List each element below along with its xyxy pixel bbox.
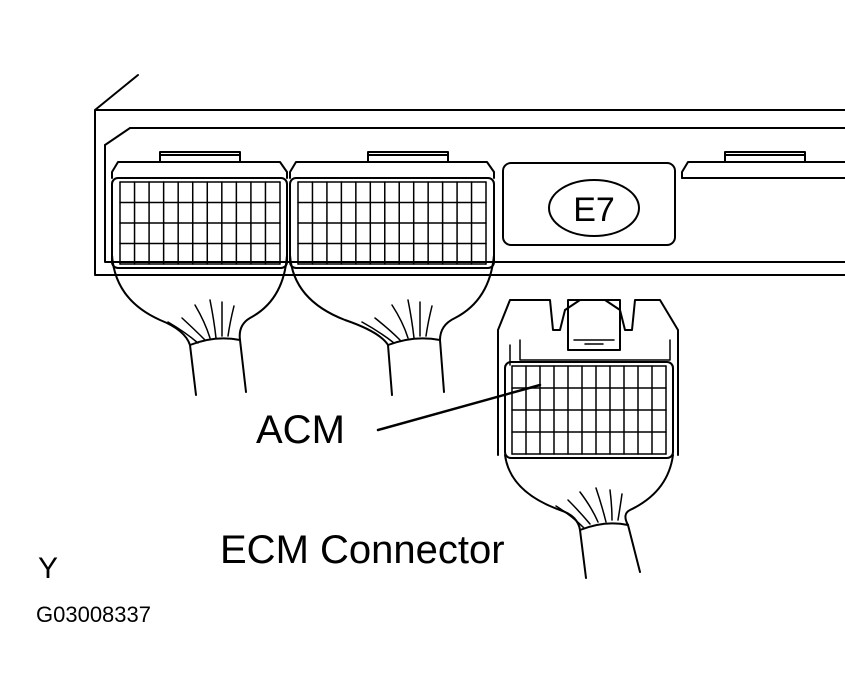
pin-grid-left <box>119 181 281 265</box>
ecm-socket-left <box>111 151 288 396</box>
acm-label: ACM <box>256 408 345 452</box>
ecm-socket-right <box>681 151 845 179</box>
acm-leader-line <box>376 383 542 432</box>
pin-grid-middle <box>297 181 487 265</box>
ecm-housing <box>94 74 845 276</box>
e7-tag: E7 <box>502 162 676 246</box>
pin-grid-acm <box>511 365 667 455</box>
ecm-socket-middle <box>289 151 495 396</box>
figure-code: G03008337 <box>36 602 151 627</box>
acm-plug <box>497 299 679 579</box>
corner-letter: Y <box>38 552 59 585</box>
e7-tag-text: E7 <box>573 191 615 229</box>
ecm-connector-title: ECM Connector <box>220 528 505 572</box>
